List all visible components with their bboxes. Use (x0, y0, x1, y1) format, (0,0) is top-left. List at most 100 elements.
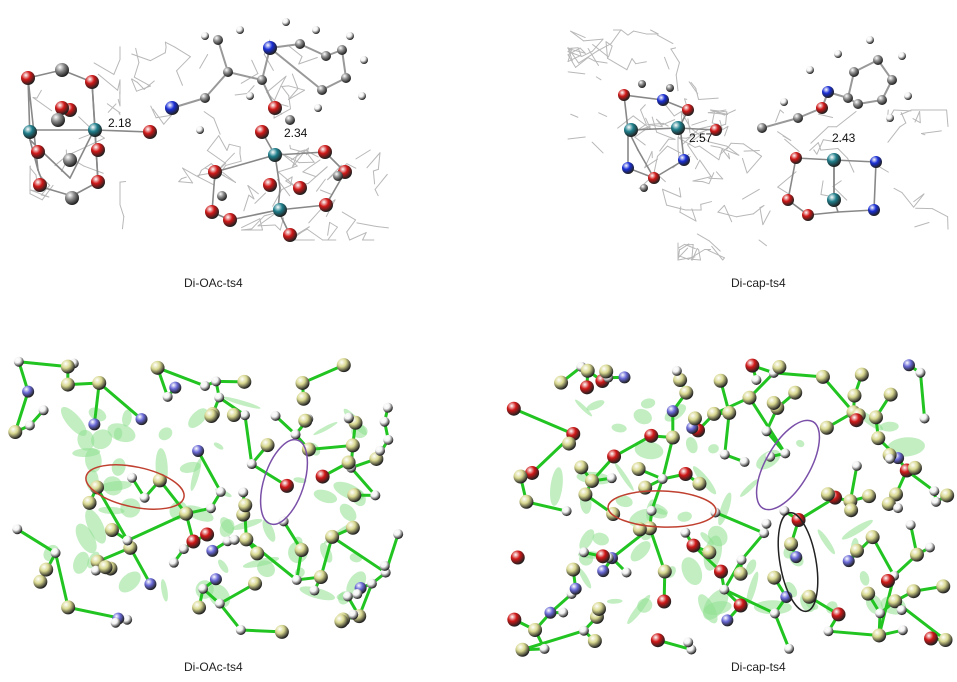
nitrogen-atom (870, 156, 882, 168)
hydrogen-atom (646, 505, 657, 516)
carbon-atom (889, 487, 904, 502)
oxygen-atom (849, 413, 864, 428)
carbon-atom (865, 530, 880, 545)
wireframe-caprolactam (723, 204, 733, 223)
wireframe-caprolactam (680, 110, 691, 129)
wireframe-caprolactam (577, 47, 582, 56)
carbon-atom (295, 375, 310, 390)
hydrogen-atom (751, 374, 762, 385)
bond-substrate (217, 39, 229, 73)
wireframe-caprolactam (626, 58, 633, 71)
bond-paddlewheel (787, 157, 797, 201)
carbon-atom (638, 80, 646, 88)
wireframe-substituent (306, 152, 315, 163)
wireframe-substituent (133, 62, 140, 78)
nci-isosurface (740, 478, 759, 497)
distance-label-rh-o-4: 2.43 (832, 131, 856, 145)
wireframe-caprolactam (682, 128, 700, 145)
oxygen-atom (644, 428, 659, 443)
carbon-atom (152, 473, 167, 488)
oxygen-atom (782, 194, 794, 206)
wireframe-acetate-methyl (304, 149, 309, 152)
wireframe-caprolactam (901, 192, 915, 208)
wireframe-acetate-methyl (374, 173, 388, 190)
bond-paddlewheel (69, 127, 96, 179)
molecule-di-oac-ts4-ball-stick (21, 18, 389, 242)
nitrogen-atom (22, 385, 35, 398)
wireframe-caprolactam (570, 113, 579, 118)
wireframe-caprolactam (913, 193, 925, 203)
wireframe-caprolactam (689, 127, 709, 143)
highlight-ellipse-purple (259, 438, 309, 526)
carbon-atom (295, 39, 305, 49)
hydrogen-atom (290, 429, 301, 440)
rhodium-atom (671, 121, 685, 135)
carbon-atom (849, 67, 859, 77)
oxygen-atom (205, 205, 219, 219)
wireframe-caprolactam (695, 87, 700, 100)
carbon-atom (907, 460, 922, 475)
wireframe-caprolactam (684, 98, 687, 105)
wireframe-substituent (372, 170, 376, 185)
carbon-atom (742, 390, 757, 405)
wireframe-caprolactam (587, 47, 599, 66)
wireframe-substituent (131, 78, 138, 83)
wireframe-substituent (203, 111, 215, 119)
wireframe-caprolactam (591, 38, 604, 52)
hydrogen-atom (342, 591, 353, 602)
carbon-atom (868, 410, 883, 425)
nci-isosurface (75, 523, 97, 554)
nci-isosurface (85, 448, 102, 473)
wireframe-caprolactam (675, 62, 680, 76)
wireframe-substituent (254, 192, 267, 204)
oxygen-atom (648, 172, 660, 184)
bond-rh-o-long (94, 129, 151, 133)
hydrogen-atom (866, 36, 874, 44)
oxygen-atom (686, 538, 701, 553)
bond-stick (612, 434, 653, 459)
wireframe-substituent (178, 178, 183, 183)
wireframe-caprolactam (656, 145, 668, 157)
hydrogen-atom (769, 608, 780, 619)
hydrogen-atom (282, 18, 290, 26)
nci-isosurface (188, 408, 208, 428)
wireframe-substituent (281, 85, 289, 88)
carbon-atom (766, 395, 781, 410)
nci-isosurface (579, 529, 595, 551)
rhodium-atom (23, 125, 37, 139)
carbon-atom (60, 359, 75, 374)
wireframe-caprolactam (675, 74, 679, 92)
oxygen-atom (31, 145, 45, 159)
wireframe-substituent (149, 52, 166, 62)
hydrogen-atom (893, 503, 904, 514)
wireframe-substituent (143, 80, 155, 90)
hydrogen-atom (122, 535, 133, 546)
wireframe-acetate-methyl (41, 184, 54, 201)
wireframe-caprolactam (633, 30, 648, 35)
wireframe-caprolactam (702, 181, 710, 185)
wireframe-caprolactam (742, 188, 760, 200)
carbon-atom (301, 442, 316, 457)
hydrogen-atom (127, 472, 138, 483)
wireframe-caprolactam (899, 122, 907, 128)
carbon-atom (321, 51, 331, 61)
wireframe-caprolactam (587, 57, 596, 62)
hydrogen-atom (375, 445, 386, 456)
wireframe-caprolactam (707, 109, 727, 114)
carbon-atom (871, 431, 886, 446)
wireframe-substituent (226, 143, 230, 151)
carbon-atom (767, 570, 782, 585)
wireframe-caprolactam (598, 112, 608, 117)
oxygen-atom (186, 534, 201, 549)
wireframe-caprolactam (640, 109, 647, 125)
carbon-atom (562, 436, 577, 451)
wireframe-caprolactam (661, 119, 676, 126)
nci-isosurface (614, 462, 634, 491)
hydrogen-atom (236, 26, 244, 34)
wireframe-caprolactam (666, 204, 687, 211)
hydrogen-atom (246, 459, 257, 470)
wireframe-caprolactam (595, 76, 602, 81)
oxygen-atom (507, 612, 522, 627)
wireframe-caprolactam (742, 143, 763, 157)
oxygen-atom (678, 466, 693, 481)
